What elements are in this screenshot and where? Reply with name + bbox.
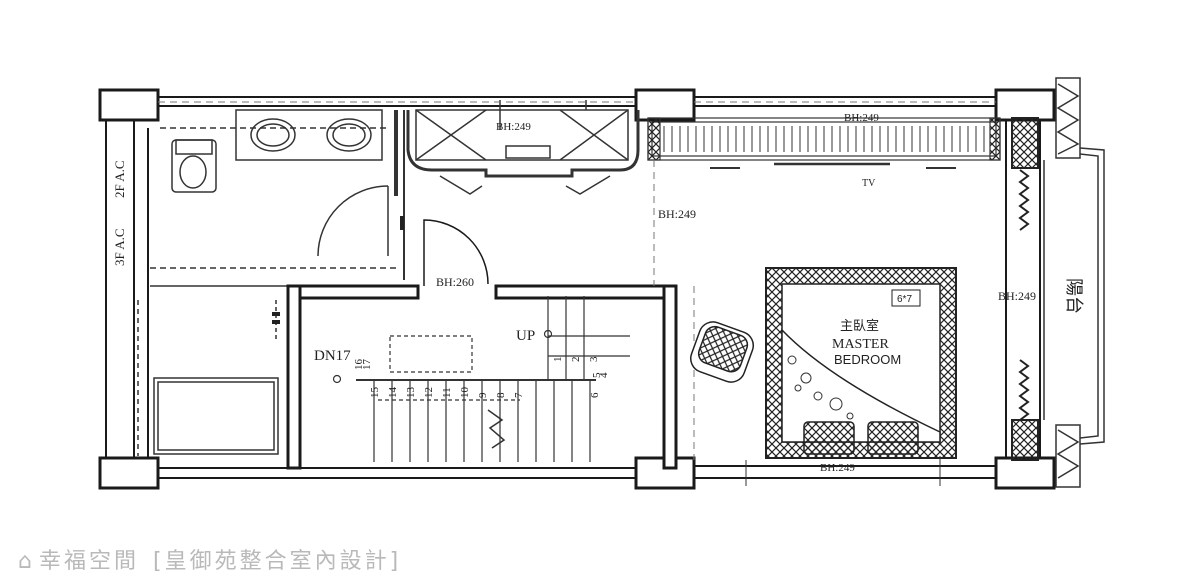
stair-step-number: 16 <box>353 359 365 371</box>
bathroom <box>150 109 405 287</box>
stair-down-label: DN17 <box>314 348 351 364</box>
stair-step-number: 17 <box>361 359 373 371</box>
stair-step-number: 14 <box>387 387 399 399</box>
stair-step-number: 5 <box>591 372 603 378</box>
balcony-sliding-door <box>1011 117 1039 461</box>
bh-label-260: BH:260 <box>436 275 474 289</box>
wardrobe-hall <box>406 100 640 195</box>
house-logo-icon: ⌂ <box>18 549 35 574</box>
long-wardrobe <box>647 117 1001 169</box>
zone-dashed-lines <box>158 101 996 460</box>
bh-label-long-wardrobe: BH:249 <box>844 112 879 124</box>
bh-label-bottom: BH:249 <box>820 462 855 474</box>
bh-label-wardrobe-top: BH:249 <box>496 121 531 133</box>
stair-step-number: 3 <box>588 356 600 362</box>
stair-step-number: 4 <box>598 372 610 378</box>
stair-step-number: 1 <box>552 357 564 363</box>
structural-columns <box>98 88 1056 490</box>
stair-step-number: 15 <box>369 387 381 399</box>
bed-dots <box>787 355 854 420</box>
armchair <box>689 321 755 383</box>
stair-step-number: 10 <box>459 387 471 399</box>
bedroom-label-master: MASTER <box>832 337 889 352</box>
bh-label-right: BH:249 <box>998 289 1036 303</box>
stair-step-number: 13 <box>405 387 417 399</box>
dimension-ticks <box>745 456 941 486</box>
stair-step-number: 2 <box>570 357 582 363</box>
balcony-railing <box>1043 77 1105 488</box>
bh-label-center: BH:249 <box>658 207 696 221</box>
stair-step-number: 7 <box>513 392 525 398</box>
stair-up-label: UP <box>516 328 535 344</box>
exterior-walls <box>105 96 1041 479</box>
watermark: ⌂幸福空間 [皇御苑整合室內設計] <box>18 543 401 575</box>
stair-step-number: 9 <box>477 392 489 398</box>
ac-label-2f: 2F A.C <box>112 160 127 198</box>
watermark-credit: [皇御苑整合室內設計] <box>152 549 402 574</box>
stair-step-number: 6 <box>589 392 601 398</box>
tv-label: TV <box>862 178 876 189</box>
bedroom-label-cn: 主臥室 <box>840 318 879 333</box>
bed-size-label: 6*7 <box>897 294 912 305</box>
stair-step-number: 11 <box>441 387 453 398</box>
balcony-label: 陽台 <box>1064 278 1084 314</box>
staircase <box>332 296 630 462</box>
stair-step-number: 8 <box>495 392 507 398</box>
ac-label-3f: 3F A.C <box>112 228 127 266</box>
watermark-brand: 幸福空間 <box>38 549 139 574</box>
stair-hall-walls <box>286 219 678 470</box>
master-bed <box>765 267 957 459</box>
stair-step-number: 12 <box>423 387 435 398</box>
left-closet <box>137 300 279 456</box>
bedroom-label-bedroom: BEDROOM <box>834 352 901 367</box>
light-switches <box>272 216 404 324</box>
wardrobe-hanger-marks <box>663 126 985 152</box>
